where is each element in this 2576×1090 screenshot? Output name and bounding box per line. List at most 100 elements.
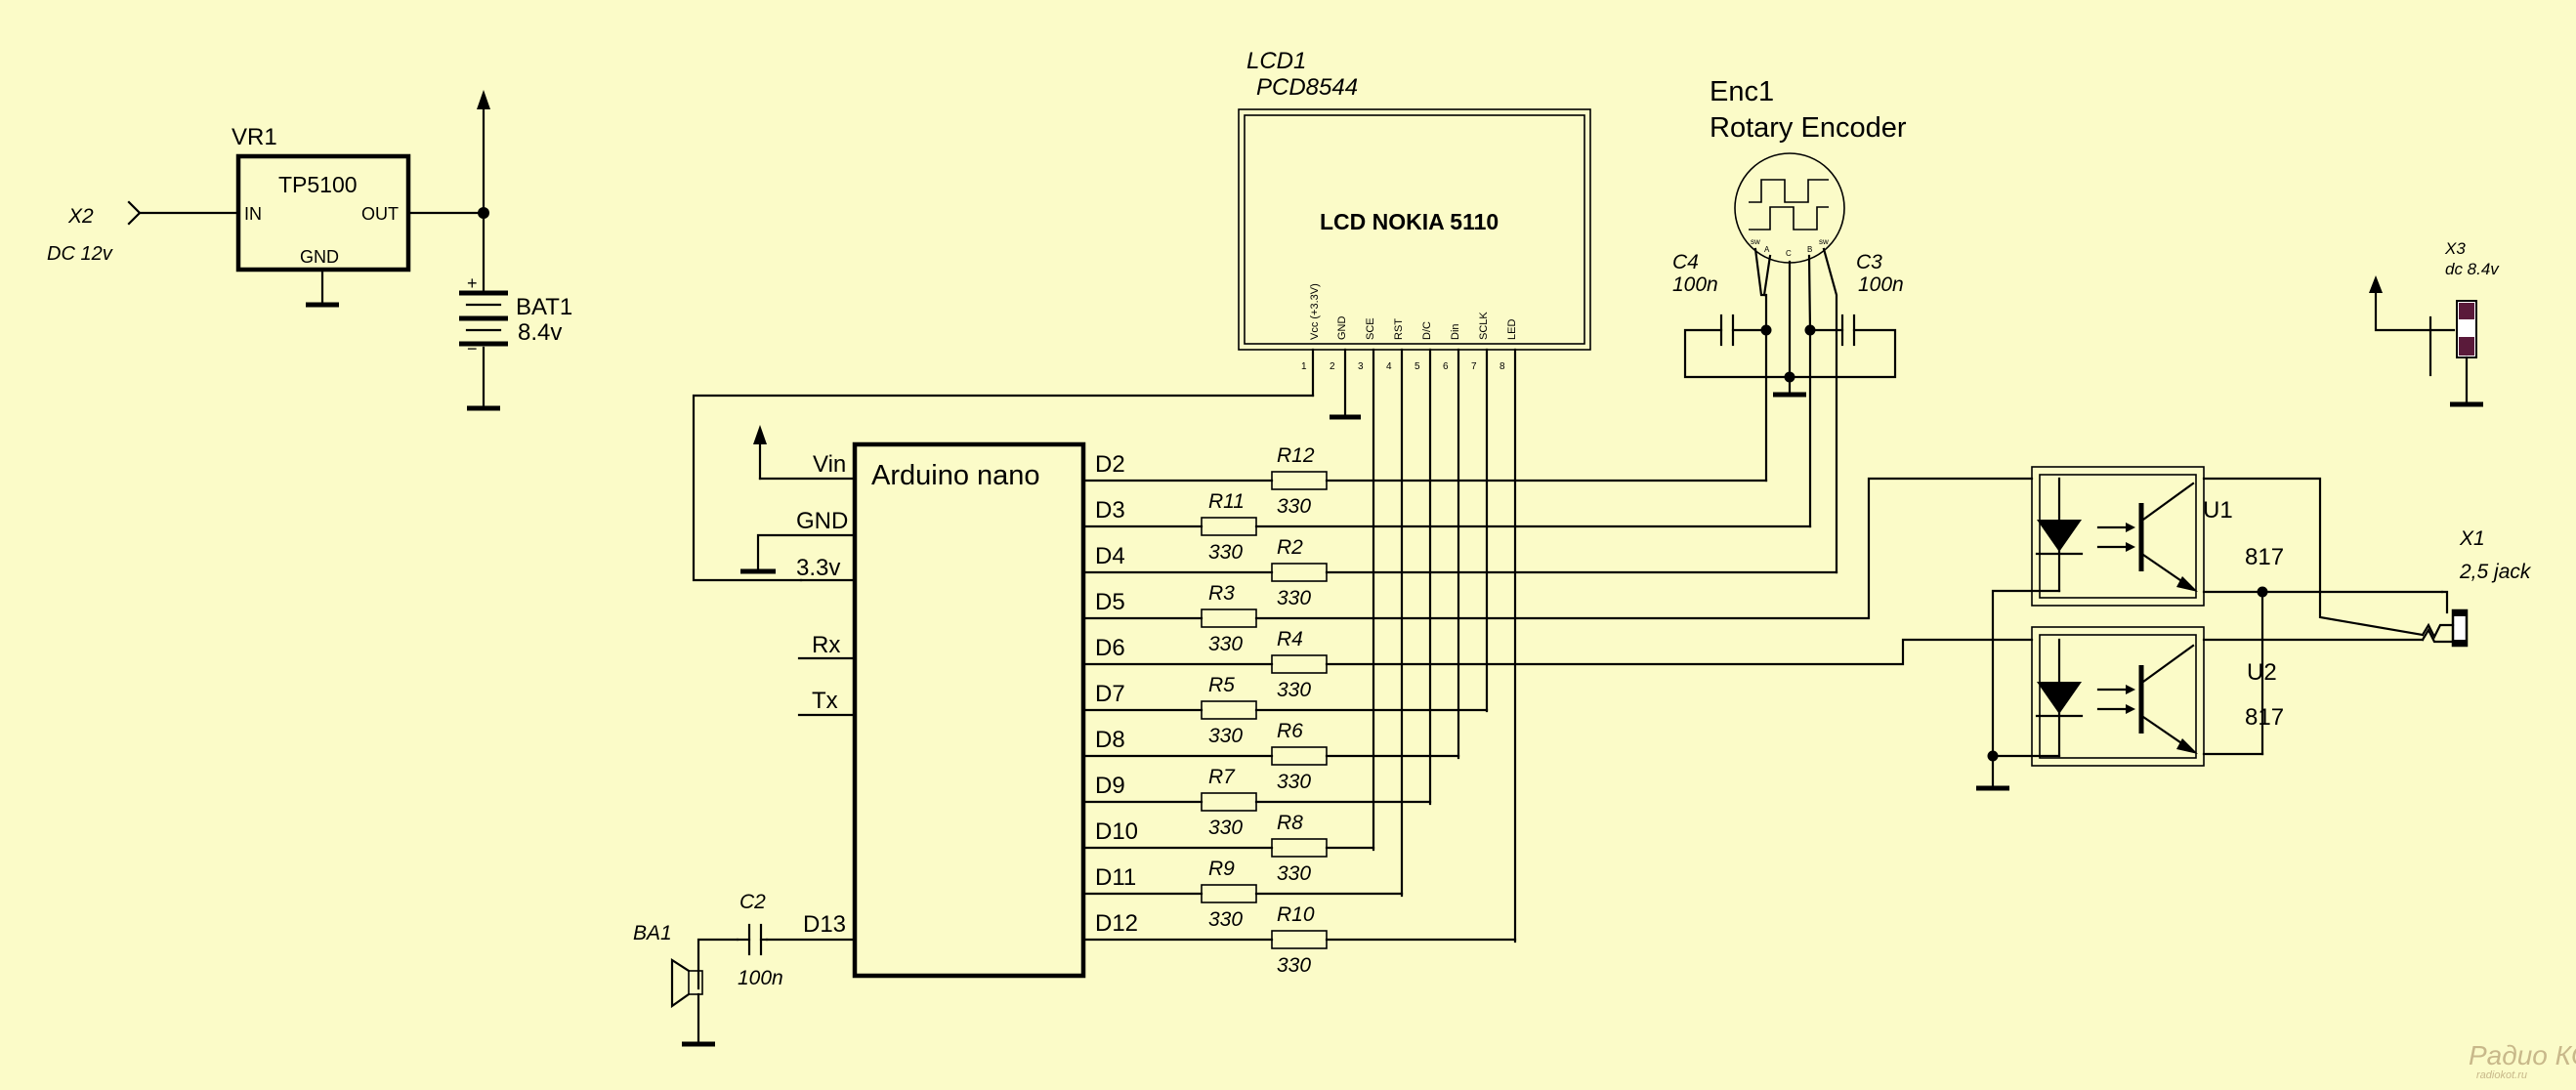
arduino-name: Arduino nano: [871, 460, 1040, 491]
pin-d13: D13: [803, 911, 846, 938]
r8-ref: R8: [1277, 812, 1303, 834]
enc-pin-sw2: sw: [1819, 237, 1829, 246]
encoder-name: Rotary Encoder: [1710, 112, 1907, 144]
lcd-pin3-name: SCE: [1365, 317, 1376, 340]
watermark-title: Радио КОТ: [2469, 1040, 2576, 1070]
u2-value: 817: [2245, 704, 2284, 731]
pin-d11: D11: [1095, 864, 1136, 891]
r6-value: 330: [1277, 771, 1311, 793]
lcd-pin1-num: 1: [1301, 361, 1307, 372]
power-arrow: [477, 90, 490, 109]
pin-d7: D7: [1095, 681, 1125, 707]
buzzer-ba1: BA1: [633, 922, 739, 1047]
lcd-ref: LCD1: [1246, 48, 1306, 74]
lcd-pin6-name: Din: [1450, 323, 1461, 340]
svg-text:−: −: [467, 339, 478, 358]
x2-value: DC 12v: [47, 243, 113, 265]
resistor-array: R12 330 R11 330 R2 330 R3 330 R4 330 R5 …: [1081, 444, 2034, 977]
r5-value: 330: [1208, 725, 1243, 747]
x2-ref: X2: [67, 205, 94, 228]
x3-ref: X3: [2444, 239, 2466, 258]
r12-ref: R12: [1277, 444, 1315, 467]
u1-value: 817: [2245, 544, 2284, 570]
connector-x3: X3 dc 8.4v: [2369, 239, 2500, 407]
pin-d2: D2: [1095, 451, 1125, 478]
c2-ref: C2: [739, 891, 766, 913]
jack-x1: X1 2,5 jack: [2421, 527, 2532, 648]
lcd-pin3-num: 3: [1358, 361, 1364, 372]
battery-bat1: + − BAT1 8.4v: [406, 90, 572, 411]
encoder-ref: Enc1: [1710, 76, 1774, 107]
vr1-pin-gnd: GND: [300, 247, 339, 267]
enc-pin-c: C: [1786, 249, 1792, 258]
lcd-display: LCD1 PCD8544 LCD NOKIA 5110 Vcc (+3.3V) …: [692, 48, 1591, 943]
enc-pin-a: A: [1764, 245, 1770, 254]
regulator-vr1: VR1 TP5100 IN OUT GND: [232, 124, 411, 308]
lcd-name: LCD NOKIA 5110: [1320, 209, 1499, 234]
r3-ref: R3: [1208, 582, 1235, 605]
lcd-part: PCD8544: [1256, 74, 1358, 101]
x1-ref: X1: [2459, 527, 2485, 550]
pin-3v3: 3.3v: [796, 555, 840, 581]
r11-ref: R11: [1208, 490, 1245, 513]
input-connector-x2: X2 DC 12v: [47, 200, 240, 265]
pin-d4: D4: [1095, 543, 1125, 569]
lcd-pin8-name: LED: [1506, 319, 1518, 340]
r12-value: 330: [1277, 495, 1311, 518]
pin-vin: Vin: [813, 451, 846, 478]
r9-ref: R9: [1208, 858, 1235, 880]
watermark-url: radiokot.ru: [2476, 1069, 2527, 1081]
rotary-encoder: Enc1 Rotary Encoder sw A C B sw C4 100n …: [1672, 76, 1907, 574]
lcd-pin2-num: 2: [1330, 361, 1335, 372]
r9-value: 330: [1208, 908, 1243, 931]
capacitor-c2: C2 100n: [736, 891, 783, 989]
c4-value: 100n: [1672, 273, 1718, 296]
pin-d8: D8: [1095, 727, 1125, 753]
svg-text:+: +: [467, 273, 478, 293]
u1-ref: U1: [2203, 497, 2233, 524]
r2-value: 330: [1277, 587, 1311, 609]
lcd-pin7-num: 7: [1471, 361, 1477, 372]
r7-ref: R7: [1208, 766, 1236, 788]
r5-ref: R5: [1208, 674, 1235, 696]
optocoupler-u1: U1 817: [2031, 466, 2425, 637]
vr1-part: TP5100: [278, 172, 358, 197]
lcd-pin7-name: SCLK: [1478, 312, 1490, 340]
ba1-ref: BA1: [633, 922, 672, 944]
optocoupler-u2: U2 817: [2031, 626, 2425, 767]
pin-d3: D3: [1095, 497, 1125, 524]
pin-d9: D9: [1095, 773, 1125, 799]
x1-value: 2,5 jack: [2459, 561, 2532, 583]
lcd-pin8-num: 8: [1499, 361, 1505, 372]
r3-value: 330: [1208, 633, 1243, 655]
lcd-pin2-name: GND: [1336, 316, 1348, 341]
bat1-ref: BAT1: [516, 294, 572, 320]
lcd-pin1-name: Vcc (+3.3V): [1309, 283, 1321, 340]
pin-d5: D5: [1095, 589, 1125, 615]
x3-value: dc 8.4v: [2445, 260, 2500, 278]
pin-tx: Tx: [812, 688, 838, 714]
enc-pin-b: B: [1807, 245, 1812, 254]
arduino-nano: Arduino nano Vin GND 3.3v Rx Tx D13 D2 D…: [740, 425, 1138, 979]
lcd-pin4-num: 4: [1386, 361, 1392, 372]
pin-d10: D10: [1095, 818, 1138, 845]
pin-rx: Rx: [812, 632, 840, 658]
c4-ref: C4: [1672, 251, 1699, 273]
pin-gnd: GND: [796, 508, 848, 534]
c2-value: 100n: [738, 967, 783, 989]
vr1-pin-in: IN: [244, 204, 262, 224]
r10-ref: R10: [1277, 903, 1315, 926]
r4-value: 330: [1277, 679, 1311, 701]
r4-ref: R4: [1277, 628, 1303, 650]
lcd-pin4-name: RST: [1393, 318, 1405, 340]
vr1-pin-out: OUT: [361, 204, 399, 224]
r7-value: 330: [1208, 817, 1243, 839]
c3-ref: C3: [1856, 251, 1882, 273]
pin-d12: D12: [1095, 910, 1138, 937]
watermark-logo: Радио КОТ radiokot.ru: [2469, 1040, 2576, 1081]
opto-common-wiring: [1976, 586, 2444, 791]
c3-value: 100n: [1858, 273, 1904, 296]
r2-ref: R2: [1277, 536, 1303, 559]
r6-ref: R6: [1277, 720, 1303, 742]
lcd-pin5-num: 5: [1415, 361, 1420, 372]
